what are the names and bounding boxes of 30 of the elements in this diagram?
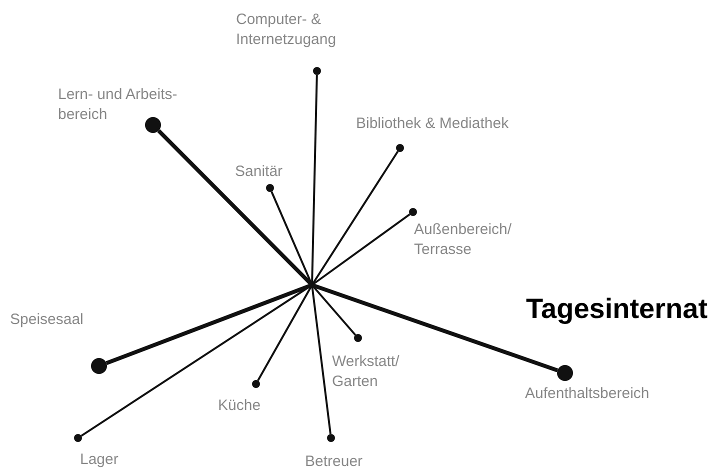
- connector-line: [311, 283, 558, 372]
- dot-marker: [252, 380, 260, 388]
- dot-marker: [396, 144, 404, 152]
- area-label: Sanitär: [235, 162, 284, 182]
- connector-line: [257, 284, 313, 382]
- connector-line: [106, 283, 313, 366]
- dot-marker: [354, 334, 362, 342]
- dot-marker: [557, 365, 573, 381]
- dot-marker: [74, 434, 82, 442]
- dot-marker: [313, 67, 321, 75]
- area-label: Werkstatt/ Garten: [332, 352, 400, 392]
- area-label: Lager: [80, 450, 120, 468]
- dot-marker: [409, 208, 417, 216]
- area-label: Bibliothek & Mediathek: [356, 114, 510, 134]
- dot-marker: [327, 434, 335, 442]
- connector-line: [311, 74, 318, 286]
- connector-line: [311, 284, 332, 434]
- connector-line: [311, 214, 410, 286]
- area-label: Betreuer: [305, 452, 364, 468]
- area-label: Lern- und Arbeits-bereich: [58, 85, 178, 125]
- title: Tagesinternat: [526, 293, 708, 325]
- dot-marker: [91, 358, 107, 374]
- area-label: Küche: [218, 396, 262, 416]
- area-label: Außenbereich/ Terrasse: [414, 220, 513, 260]
- area-label: Aufenthaltsbereich: [525, 384, 650, 404]
- area-label: Speisesaal: [10, 310, 84, 330]
- area-label: Computer- & Internetzugang: [236, 10, 338, 50]
- dot-marker: [266, 184, 274, 192]
- connector-line: [311, 150, 399, 286]
- dot-marker: [145, 117, 161, 133]
